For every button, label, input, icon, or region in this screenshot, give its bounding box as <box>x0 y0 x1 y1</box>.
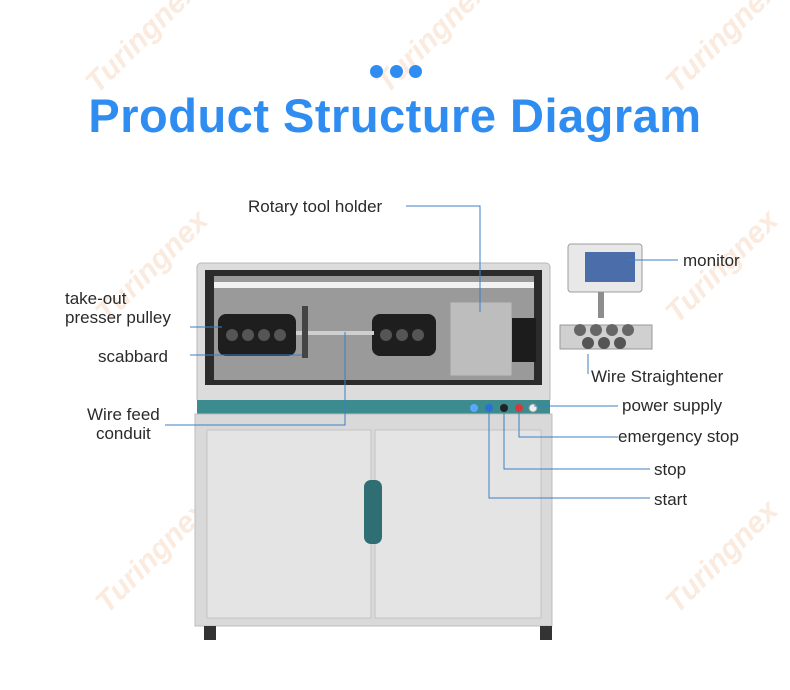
wire-feed-conduit-label: Wire feed conduit <box>87 405 160 443</box>
power-supply-label: power supply <box>622 396 723 415</box>
emergency-stop-label: emergency stop <box>618 427 739 446</box>
dot-icon <box>389 65 403 78</box>
page-title: Product Structure Diagram <box>88 89 702 142</box>
stop-label: stop <box>654 460 687 479</box>
scabbard-label: scabbard <box>98 347 168 366</box>
take-out-presser-pulley-label: take-out presser pulley <box>65 289 171 327</box>
right-pulley <box>372 314 436 356</box>
wire-feed-conduit-line1: Wire feed <box>87 405 160 424</box>
take-out-presser-pulley-line1: take-out <box>65 289 127 308</box>
dot-icon <box>370 65 383 78</box>
monitor-label: monitor <box>683 251 740 270</box>
start-label: start <box>654 490 688 509</box>
take-out-presser-pulley-line2: presser pulley <box>65 308 171 327</box>
left-pulley <box>218 314 296 356</box>
rotary-tool-holder-label: Rotary tool holder <box>248 197 383 216</box>
wire-straightener-label: Wire Straightener <box>591 367 724 386</box>
decorative-dots <box>370 65 422 79</box>
wire-feed-conduit-line2: conduit <box>95 424 151 443</box>
dot-icon <box>409 65 422 78</box>
